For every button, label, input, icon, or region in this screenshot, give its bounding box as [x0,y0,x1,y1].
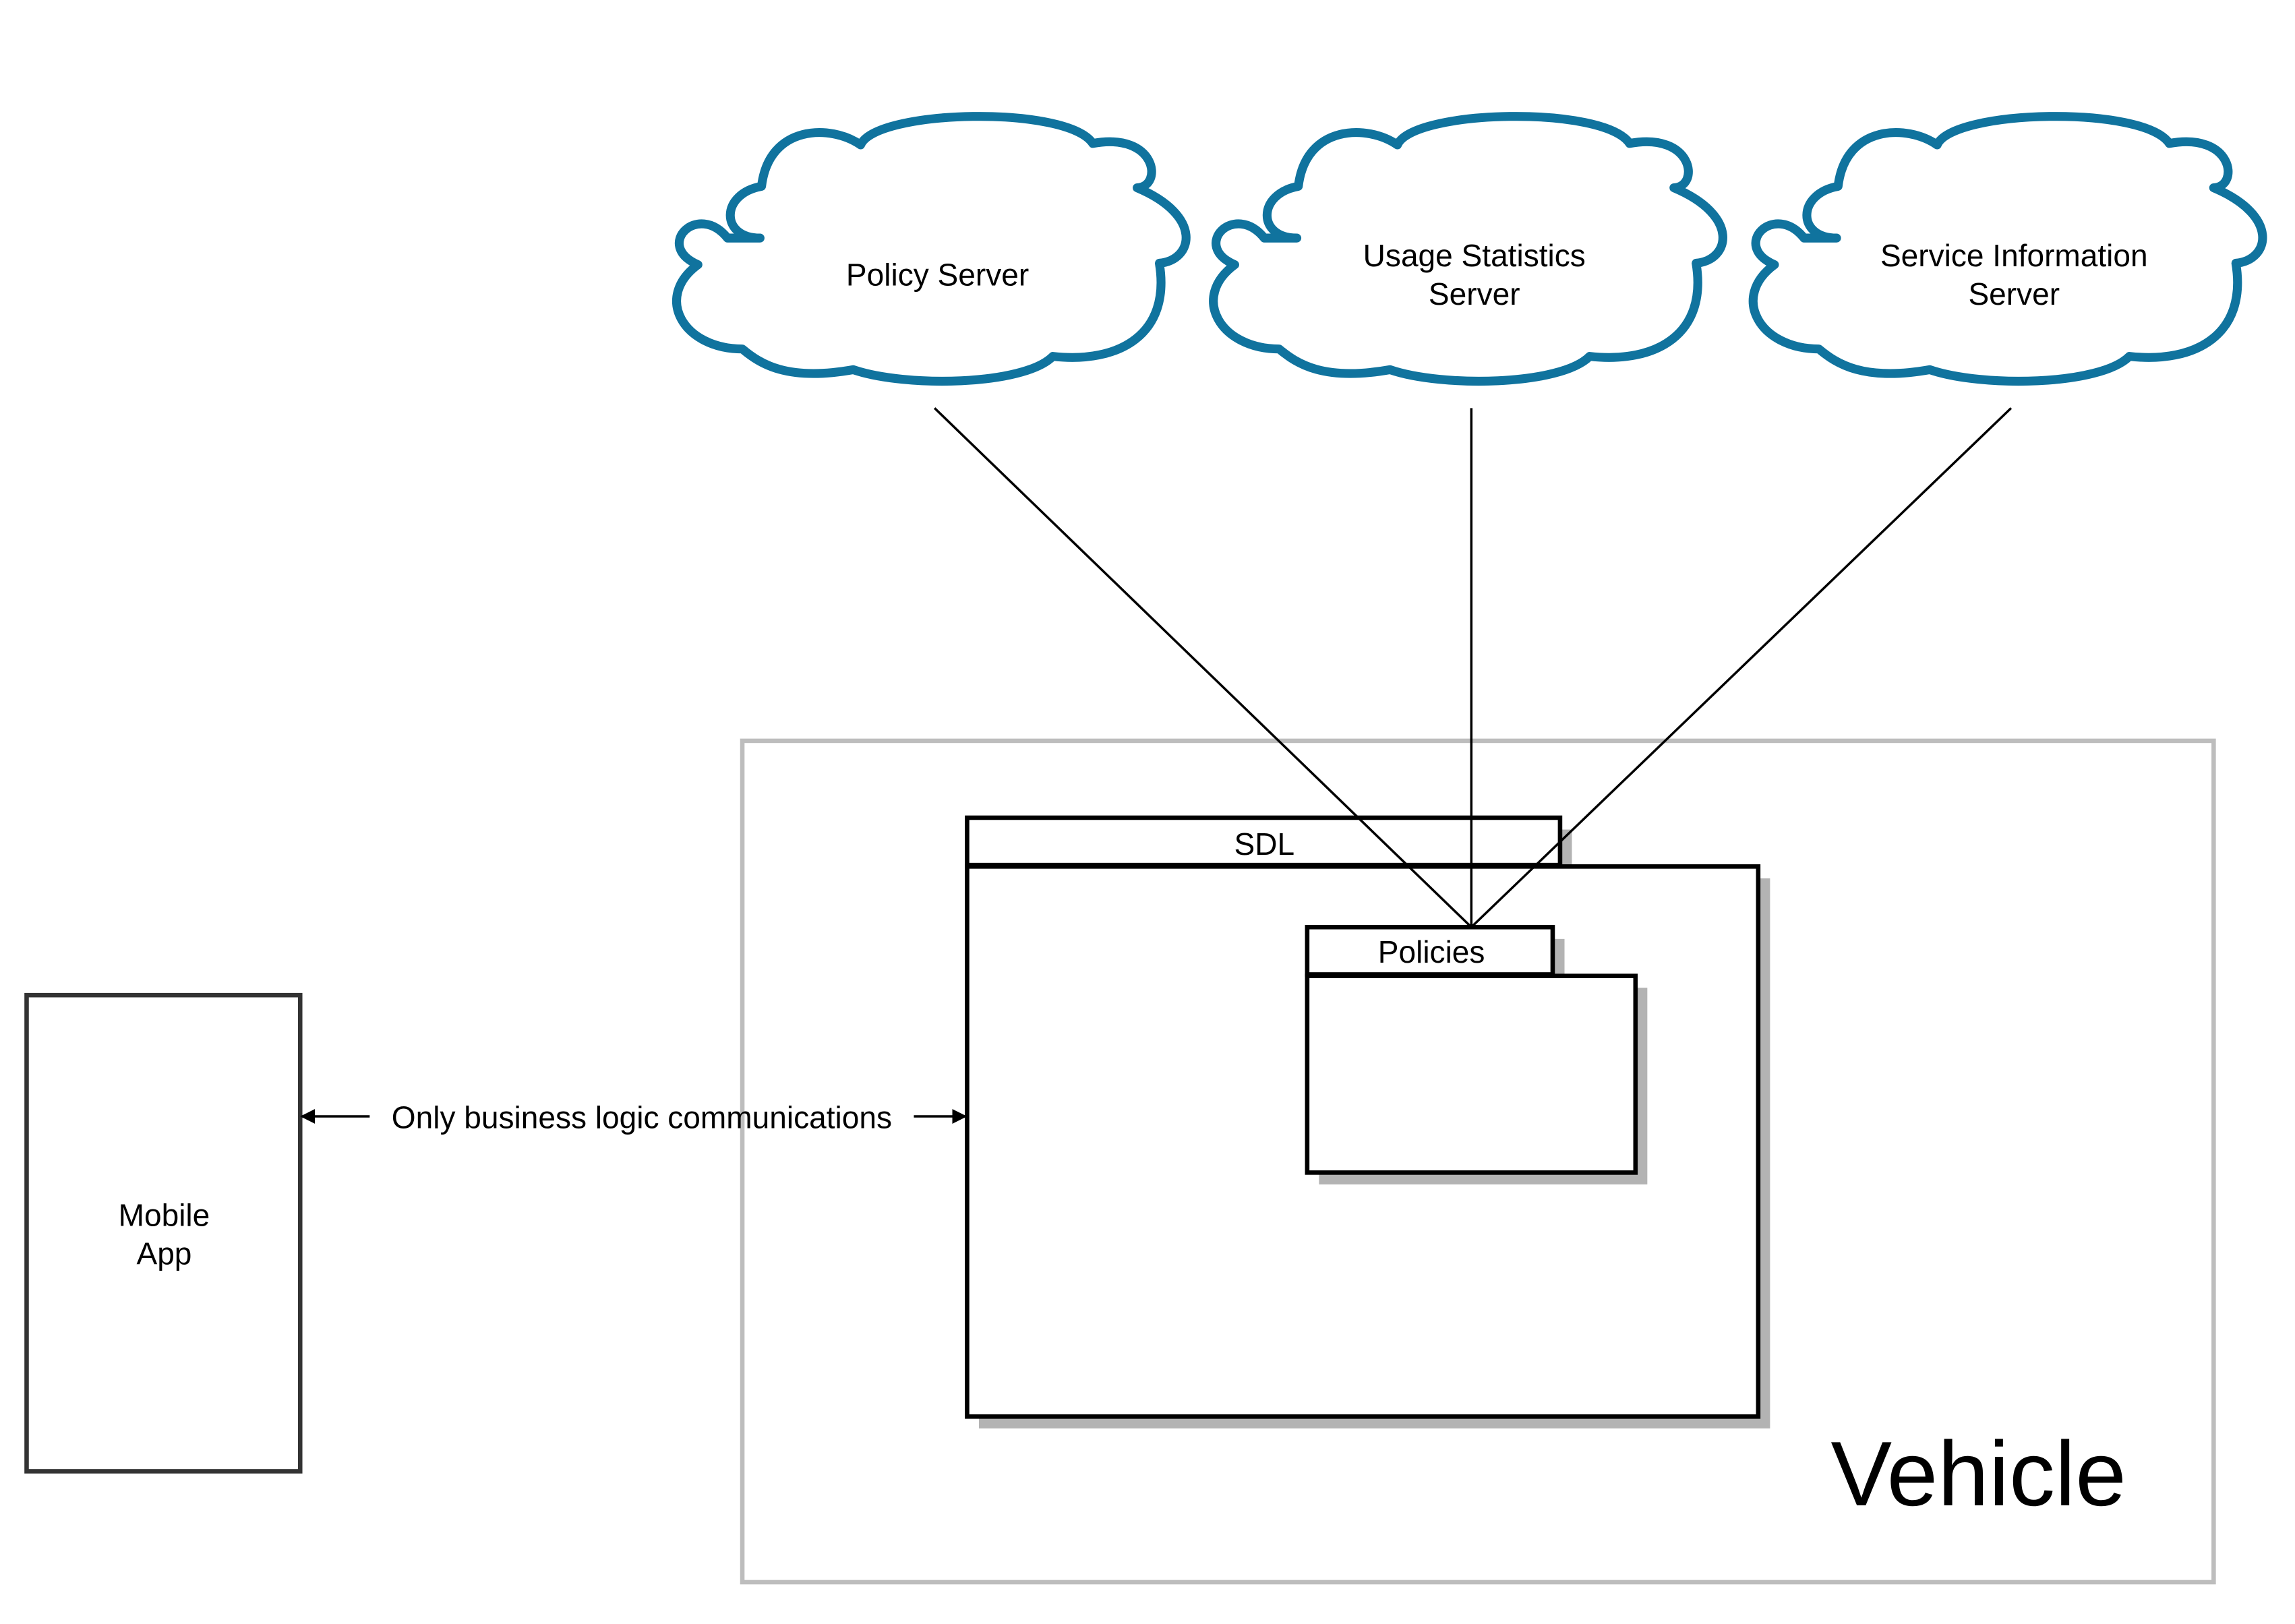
policy-server-connector [933,407,1472,928]
service-information-server-connector [1470,407,2013,928]
usage-statistics-server-label-line1: Usage Statistics [1363,238,1586,273]
usage-statistics-server-label-line2: Server [1429,276,1520,311]
policy-server-label: Policy Server [846,257,1029,292]
mobile-app-label-line1: Mobile [119,1197,210,1232]
mobile-app-box[interactable]: Mobile App [24,992,303,1474]
policies-tab [1305,924,1555,977]
communication-label: Only business logic communications [392,1100,892,1135]
vehicle-boundary [740,738,2216,1585]
sdl-label: SDL [1234,826,1294,862]
sdl-tab [965,815,1563,868]
service-information-server-label-line2: Server [1968,276,2060,311]
service-information-server-cloud[interactable]: Service Information Server [1753,117,2263,382]
usage-statistics-server-cloud[interactable]: Usage Statistics Server [1214,117,1723,382]
policies-package[interactable]: Policies [1305,924,1648,1184]
policies-body [1305,973,1638,1175]
service-information-server-label-line1: Service Information [1880,238,2148,273]
vehicle-label: Vehicle [1830,1422,2126,1525]
mobile-app-label-line2: App [136,1236,191,1271]
policy-server-cloud[interactable]: Policy Server [677,117,1187,382]
mobile-app-rect [24,992,303,1474]
policies-label: Policies [1378,934,1485,969]
